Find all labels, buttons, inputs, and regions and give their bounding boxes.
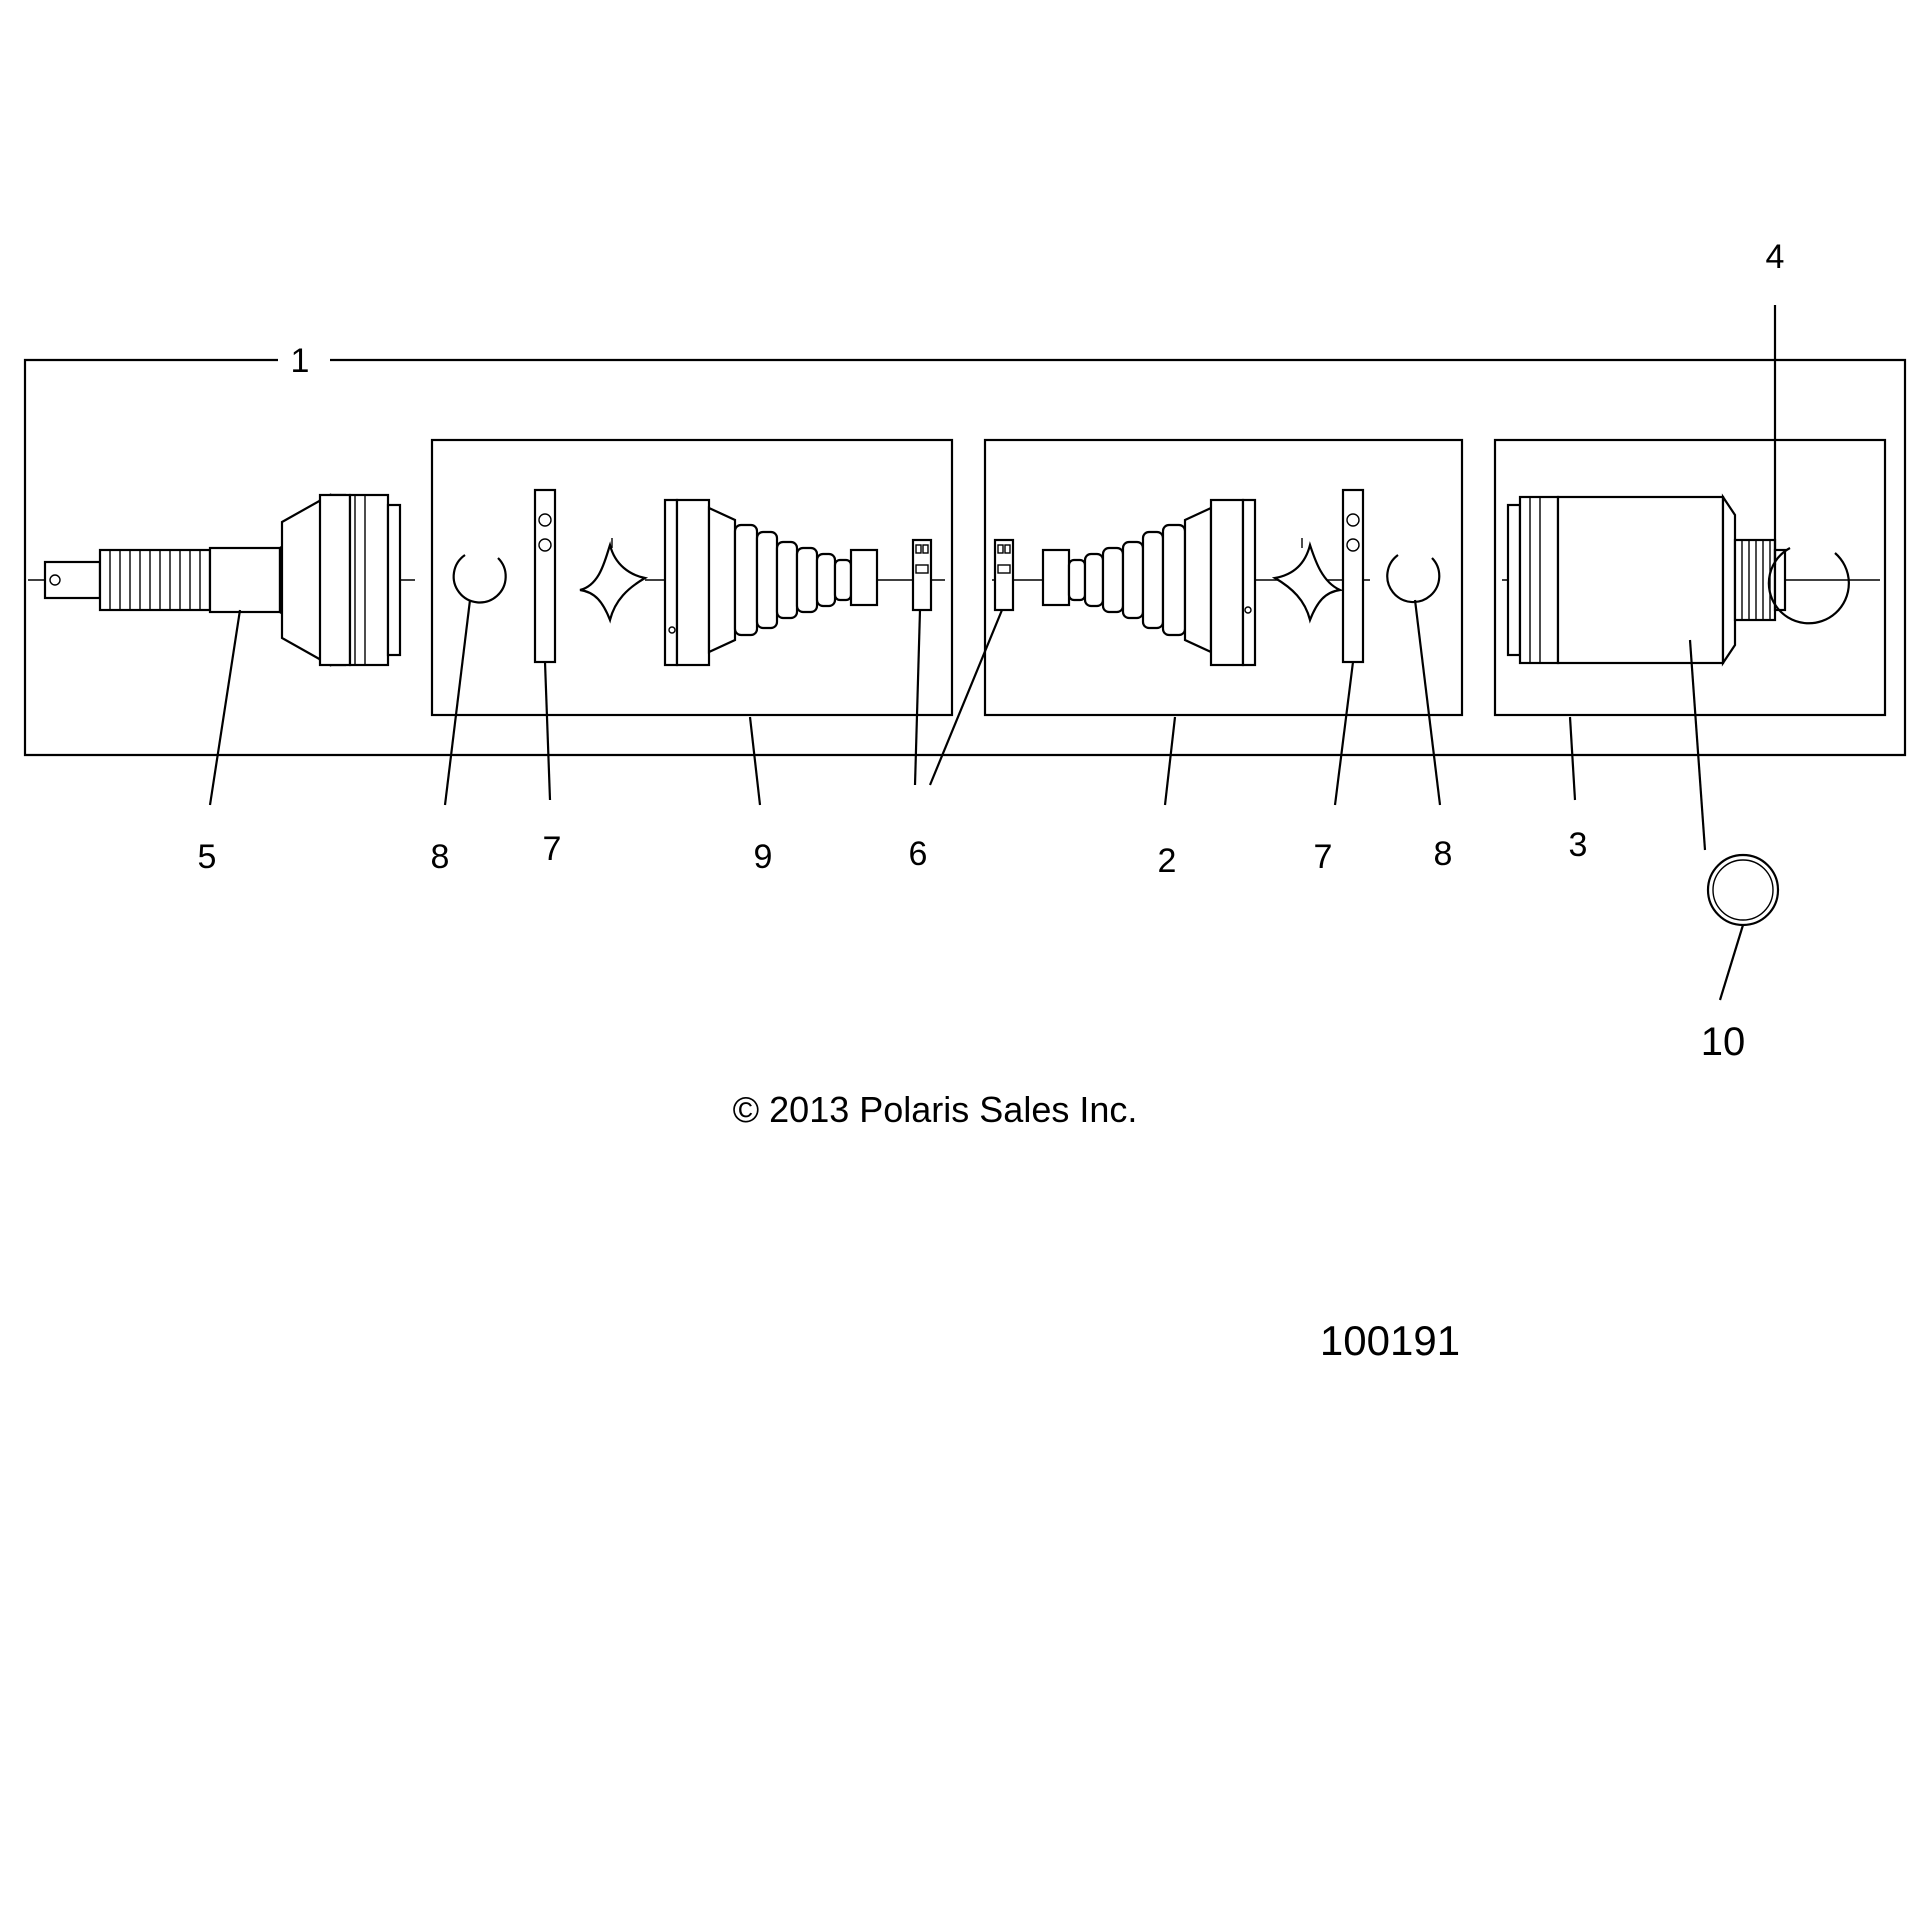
cv-boot-left — [663, 498, 879, 667]
leader-lines — [208, 305, 1777, 1001]
cv-boot-right — [1041, 498, 1257, 667]
inboard-cv-joint — [1506, 493, 1787, 667]
callout-3: 3 — [1569, 826, 1588, 864]
callout-8-left: 8 — [431, 838, 450, 876]
small-clamp-left — [911, 538, 933, 612]
callout-1: 1 — [291, 342, 310, 380]
outboard-cv-joint — [43, 493, 402, 667]
kit-box-2 — [983, 438, 1464, 717]
copyright-notice: © 2013 Polaris Sales Inc. — [733, 1089, 1138, 1130]
callout-9: 9 — [754, 838, 773, 876]
circlip-right — [1386, 554, 1441, 604]
small-clamp-right — [993, 538, 1015, 612]
callout-8-right: 8 — [1434, 835, 1453, 873]
circlip-left — [452, 554, 507, 604]
callout-6: 6 — [909, 835, 928, 873]
grease-packet-right — [1271, 541, 1344, 624]
callout-2: 2 — [1158, 842, 1177, 880]
callout-5: 5 — [198, 838, 217, 876]
ring — [1706, 853, 1780, 927]
boot-clamp-right — [1341, 488, 1365, 664]
callout-7-right: 7 — [1314, 838, 1333, 876]
callout-7-left: 7 — [543, 830, 562, 868]
assembly-box-1 — [23, 358, 1907, 757]
figure-number: 100191 — [1320, 1317, 1460, 1364]
callout-10: 10 — [1701, 1020, 1746, 1064]
kit-box-9 — [430, 438, 954, 717]
callout-4: 4 — [1766, 238, 1785, 276]
large-circlip — [1767, 547, 1850, 625]
kit-box-3 — [1493, 438, 1887, 717]
boot-clamp-left — [533, 488, 557, 664]
grease-packet-left — [579, 541, 649, 624]
